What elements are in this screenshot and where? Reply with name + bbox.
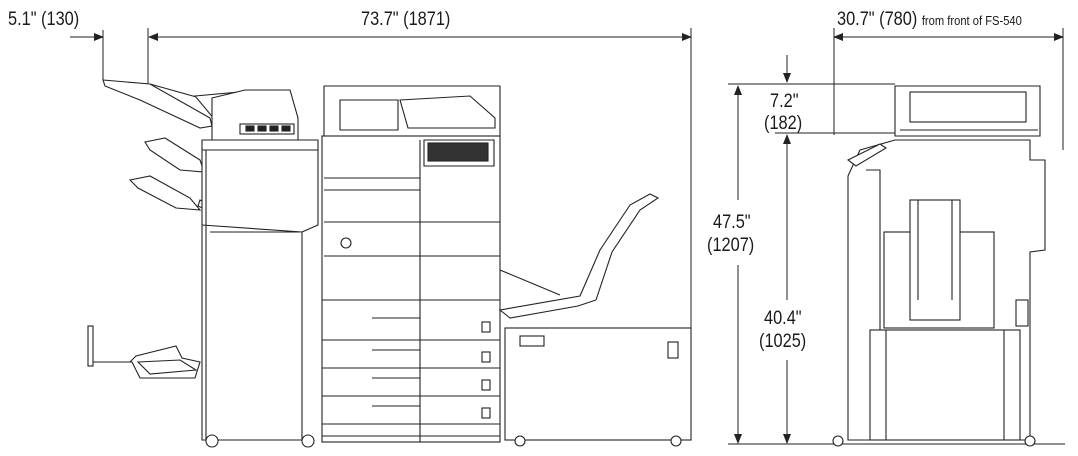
total-height-in-label: 47.5": [713, 212, 751, 233]
total-height-mm-label: (1207): [707, 235, 755, 256]
side-width-note: from front of FS-540: [921, 13, 1022, 28]
large-capacity-unit: [504, 327, 692, 447]
side-width-label: 30.7" (780) from front of FS-540: [837, 10, 1022, 31]
offset-left-label: 5.1" (130): [8, 9, 80, 30]
side-adf: [894, 85, 1041, 137]
dimension-lines: [70, 28, 1065, 445]
finisher-body: [201, 139, 319, 448]
body-height-mm-label: (1025): [759, 331, 807, 352]
side-body: [832, 139, 1046, 447]
booklet-tray: [87, 325, 201, 379]
body-height-in-label: 40.4": [764, 308, 802, 329]
bypass-tray: [498, 193, 660, 319]
top-offset-mm-label: (182): [764, 113, 803, 134]
front-view: [87, 79, 692, 448]
side-width-value: 30.7" (780): [837, 9, 918, 30]
total-width-label: 73.7" (1871): [361, 9, 451, 30]
finisher-output-trays: [102, 79, 253, 227]
finisher-top-unit: [211, 89, 299, 141]
main-adf: [323, 85, 501, 137]
top-offset-in-label: 7.2": [770, 91, 799, 112]
side-view: [832, 85, 1046, 447]
main-body: [321, 135, 501, 443]
